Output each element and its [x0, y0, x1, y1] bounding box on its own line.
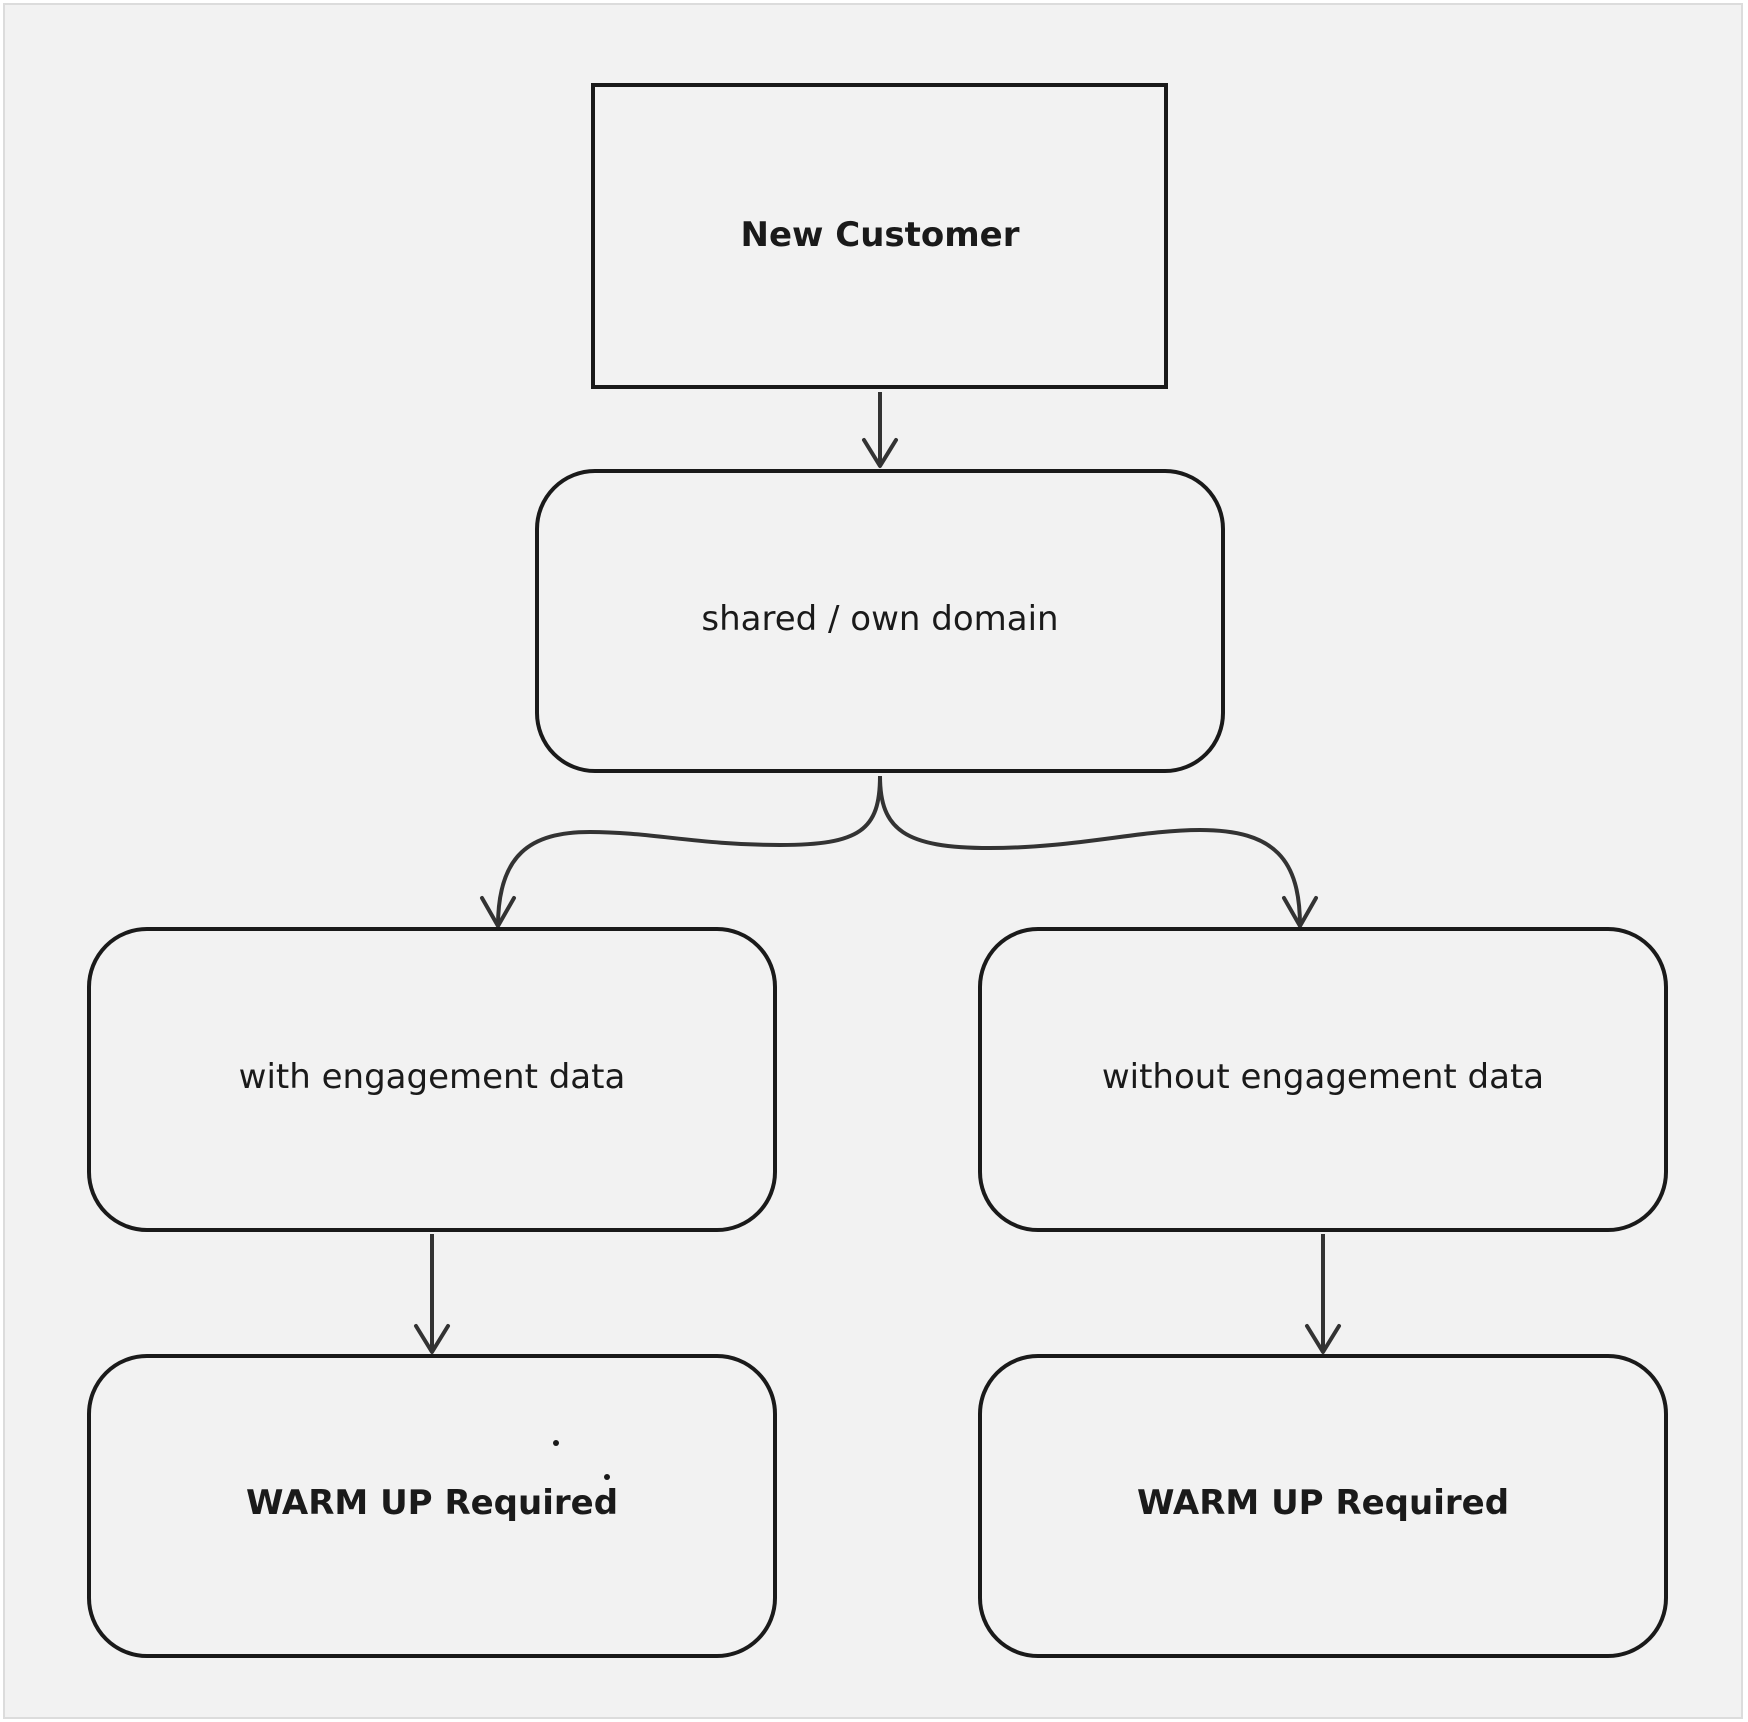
stray-dot	[553, 1440, 559, 1446]
node-with-engagement-box	[87, 927, 777, 1232]
arrowhead-without-engagement	[1282, 896, 1318, 928]
node-warmup-right-label: WARM UP Required	[1137, 1483, 1509, 1523]
edge-domain-to-without-engagement	[878, 775, 1302, 927]
arrowhead-with-engagement	[480, 896, 516, 928]
node-warmup-left-box	[87, 1354, 777, 1658]
arrowhead-warmup-left	[414, 1324, 450, 1354]
node-warmup-right[interactable]: WARM UP Required	[978, 1354, 1668, 1658]
node-warmup-left[interactable]: WARM UP Required	[87, 1354, 777, 1658]
stray-dot	[604, 1474, 610, 1480]
node-domain-label: shared / own domain	[701, 599, 1058, 639]
node-domain[interactable]: shared / own domain	[535, 469, 1225, 773]
node-new-customer[interactable]: New Customer	[591, 83, 1168, 389]
node-warmup-right-box	[978, 1354, 1668, 1658]
node-without-engagement[interactable]: without engagement data	[978, 927, 1668, 1232]
arrowhead-warmup-right	[1305, 1324, 1341, 1354]
node-warmup-left-label: WARM UP Required	[246, 1483, 618, 1523]
node-new-customer-label: New Customer	[740, 215, 1019, 255]
edge-domain-to-with-engagement	[496, 775, 882, 927]
arrowhead-domain	[862, 438, 898, 468]
edges	[414, 392, 1341, 1354]
node-without-engagement-label: without engagement data	[1102, 1057, 1544, 1097]
node-domain-box	[535, 469, 1225, 773]
node-new-customer-box	[591, 83, 1168, 389]
node-with-engagement-label: with engagement data	[239, 1057, 626, 1097]
node-with-engagement[interactable]: with engagement data	[87, 927, 777, 1232]
node-without-engagement-box	[978, 927, 1668, 1232]
